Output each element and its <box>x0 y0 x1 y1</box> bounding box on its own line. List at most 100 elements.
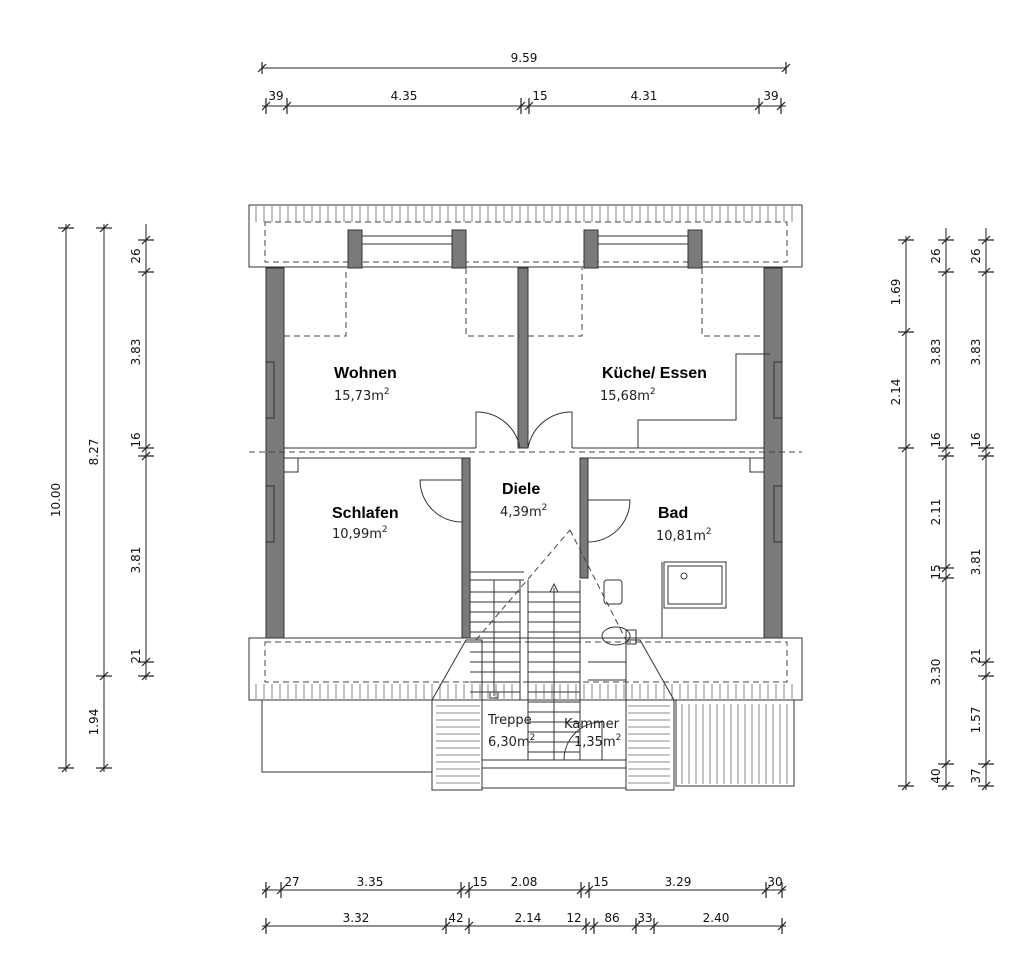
dim-left-inner-3: 3.81 <box>129 547 143 574</box>
dim-right-a-4: 15 <box>929 564 943 579</box>
dim-bottom1-3: 2.08 <box>511 875 538 889</box>
pillar-3 <box>583 229 599 269</box>
dim-left-inner-1: 3.83 <box>129 339 143 366</box>
dim-top-2: 15 <box>532 89 547 103</box>
wall-schlafen-diele <box>461 457 471 639</box>
room-area-bad: 10,81m2 <box>656 527 712 544</box>
room-name-treppe: Treppe <box>487 713 532 728</box>
toilet <box>601 626 631 646</box>
dim-right-c-6: 37 <box>969 768 983 783</box>
dim-bottom1-5: 3.29 <box>665 875 692 889</box>
top-dimension-lines: 9.59 39 4.35 15 4.31 39 <box>257 51 791 114</box>
dim-bottom1-0: 27 <box>284 875 299 889</box>
pillar-2 <box>451 229 467 269</box>
dim-bottom2-1: 42 <box>448 911 463 925</box>
dormer-right <box>675 699 795 787</box>
dim-bottom2-5: 33 <box>637 911 652 925</box>
room-name-diele: Diele <box>502 481 540 498</box>
room-labels: Wohnen 15,73m2 Küche/ Essen 15,68m2 Schl… <box>332 365 712 750</box>
room-area-wohnen: 15,73m2 <box>334 387 390 404</box>
roof-hatch-top <box>255 206 793 222</box>
dim-bottom1-4: 15 <box>593 875 608 889</box>
dim-bottom1-2: 15 <box>472 875 487 889</box>
door-bad <box>587 499 631 543</box>
room-area-treppe: 6,30m2 <box>488 733 535 750</box>
roof-strip-top <box>248 204 803 268</box>
door-schlafen <box>419 479 463 523</box>
dim-bottom2-0: 3.32 <box>343 911 370 925</box>
dim-right-c-1: 3.83 <box>969 339 983 366</box>
dim-top-0: 39 <box>268 89 283 103</box>
wall-right <box>763 267 783 639</box>
dim-bottom2-4: 86 <box>604 911 619 925</box>
dim-right-a-2: 16 <box>929 432 943 447</box>
room-area-kammer: 1,35m2 <box>574 733 621 750</box>
room-name-bad: Bad <box>658 505 688 522</box>
left-dimension-lines: 10.00 8.27 1.94 26 3.83 16 3.81 21 <box>49 223 154 773</box>
shower-tray <box>663 561 727 609</box>
wall-center <box>517 267 529 449</box>
wall-diele-bad <box>579 457 589 579</box>
roof-hatch-bottom <box>255 684 793 699</box>
bottom-dimension-lines: 27 3.35 15 2.08 15 3.29 30 3.32 42 2.14 … <box>261 875 787 934</box>
dim-left-mid-1: 1.94 <box>87 709 101 736</box>
dim-left-inner-4: 21 <box>129 648 143 663</box>
shaft-right <box>749 457 765 473</box>
dim-left-mid-0: 8.27 <box>87 439 101 466</box>
pillar-1 <box>347 229 363 269</box>
dim-left-inner-0: 26 <box>129 248 143 263</box>
dim-bottom1-1: 3.35 <box>357 875 384 889</box>
dim-bottom1-6: 30 <box>767 875 782 889</box>
dim-top-1: 4.35 <box>391 89 418 103</box>
dim-right-a-3: 2.11 <box>929 499 943 526</box>
pillar-4 <box>687 229 703 269</box>
dim-top-4: 39 <box>763 89 778 103</box>
roof-strip-bottom <box>248 637 803 701</box>
dim-left-outer: 10.00 <box>49 483 63 517</box>
dim-top-overall: 9.59 <box>511 51 538 65</box>
room-area-kueche: 15,68m2 <box>600 387 656 404</box>
dim-right-a-5: 3.30 <box>929 659 943 686</box>
stair-dormer-left <box>431 639 483 791</box>
dim-right-c-5: 1.57 <box>969 707 983 734</box>
roof-eave-dashed-top <box>264 221 788 263</box>
window-right-kueche <box>773 361 783 419</box>
window-right-bad <box>773 485 783 543</box>
dim-right-b-top: 26 <box>929 248 943 263</box>
stair-dormer-right <box>625 639 675 791</box>
stair-dormer-hatch <box>436 705 670 784</box>
window-wohnen <box>361 235 453 245</box>
dim-right-a-1: 2.14 <box>889 379 903 406</box>
room-name-wohnen: Wohnen <box>334 365 397 382</box>
dim-right-b-383: 3.83 <box>929 339 943 366</box>
window-left-wohnen <box>265 361 275 419</box>
dim-right-a-0: 1.69 <box>889 279 903 306</box>
dim-right-c-2: 16 <box>969 432 983 447</box>
dim-bottom2-3: 12 <box>566 911 581 925</box>
door-kammer <box>563 721 603 761</box>
roof-eave-dashed-bottom <box>264 641 788 683</box>
door-wohnen <box>475 411 521 449</box>
right-dimension-lines: 1.69 2.14 26 3.83 16 2.11 15 3.30 40 <box>889 228 994 791</box>
room-name-schlafen: Schlafen <box>332 505 399 522</box>
dim-bottom2-2: 2.14 <box>515 911 542 925</box>
shower-inner <box>667 565 723 605</box>
washbasin <box>603 579 623 605</box>
window-left-schlafen <box>265 485 275 543</box>
room-area-schlafen: 10,99m2 <box>332 525 388 542</box>
building <box>248 204 803 791</box>
door-kueche <box>527 411 573 449</box>
wall-left <box>265 267 285 639</box>
dim-right-a-6: 40 <box>929 768 943 783</box>
room-name-kueche: Küche/ Essen <box>602 365 707 382</box>
room-name-kammer: Kammer <box>564 717 620 732</box>
dim-left-inner-2: 16 <box>129 432 143 447</box>
shaft-left <box>283 457 299 473</box>
dormer-front-wall <box>481 759 627 769</box>
balcony-left <box>261 699 433 773</box>
dim-right-c-4: 21 <box>969 648 983 663</box>
dim-bottom2-6: 2.40 <box>703 911 730 925</box>
dim-right-c-0: 26 <box>969 248 983 263</box>
window-kueche <box>597 235 689 245</box>
